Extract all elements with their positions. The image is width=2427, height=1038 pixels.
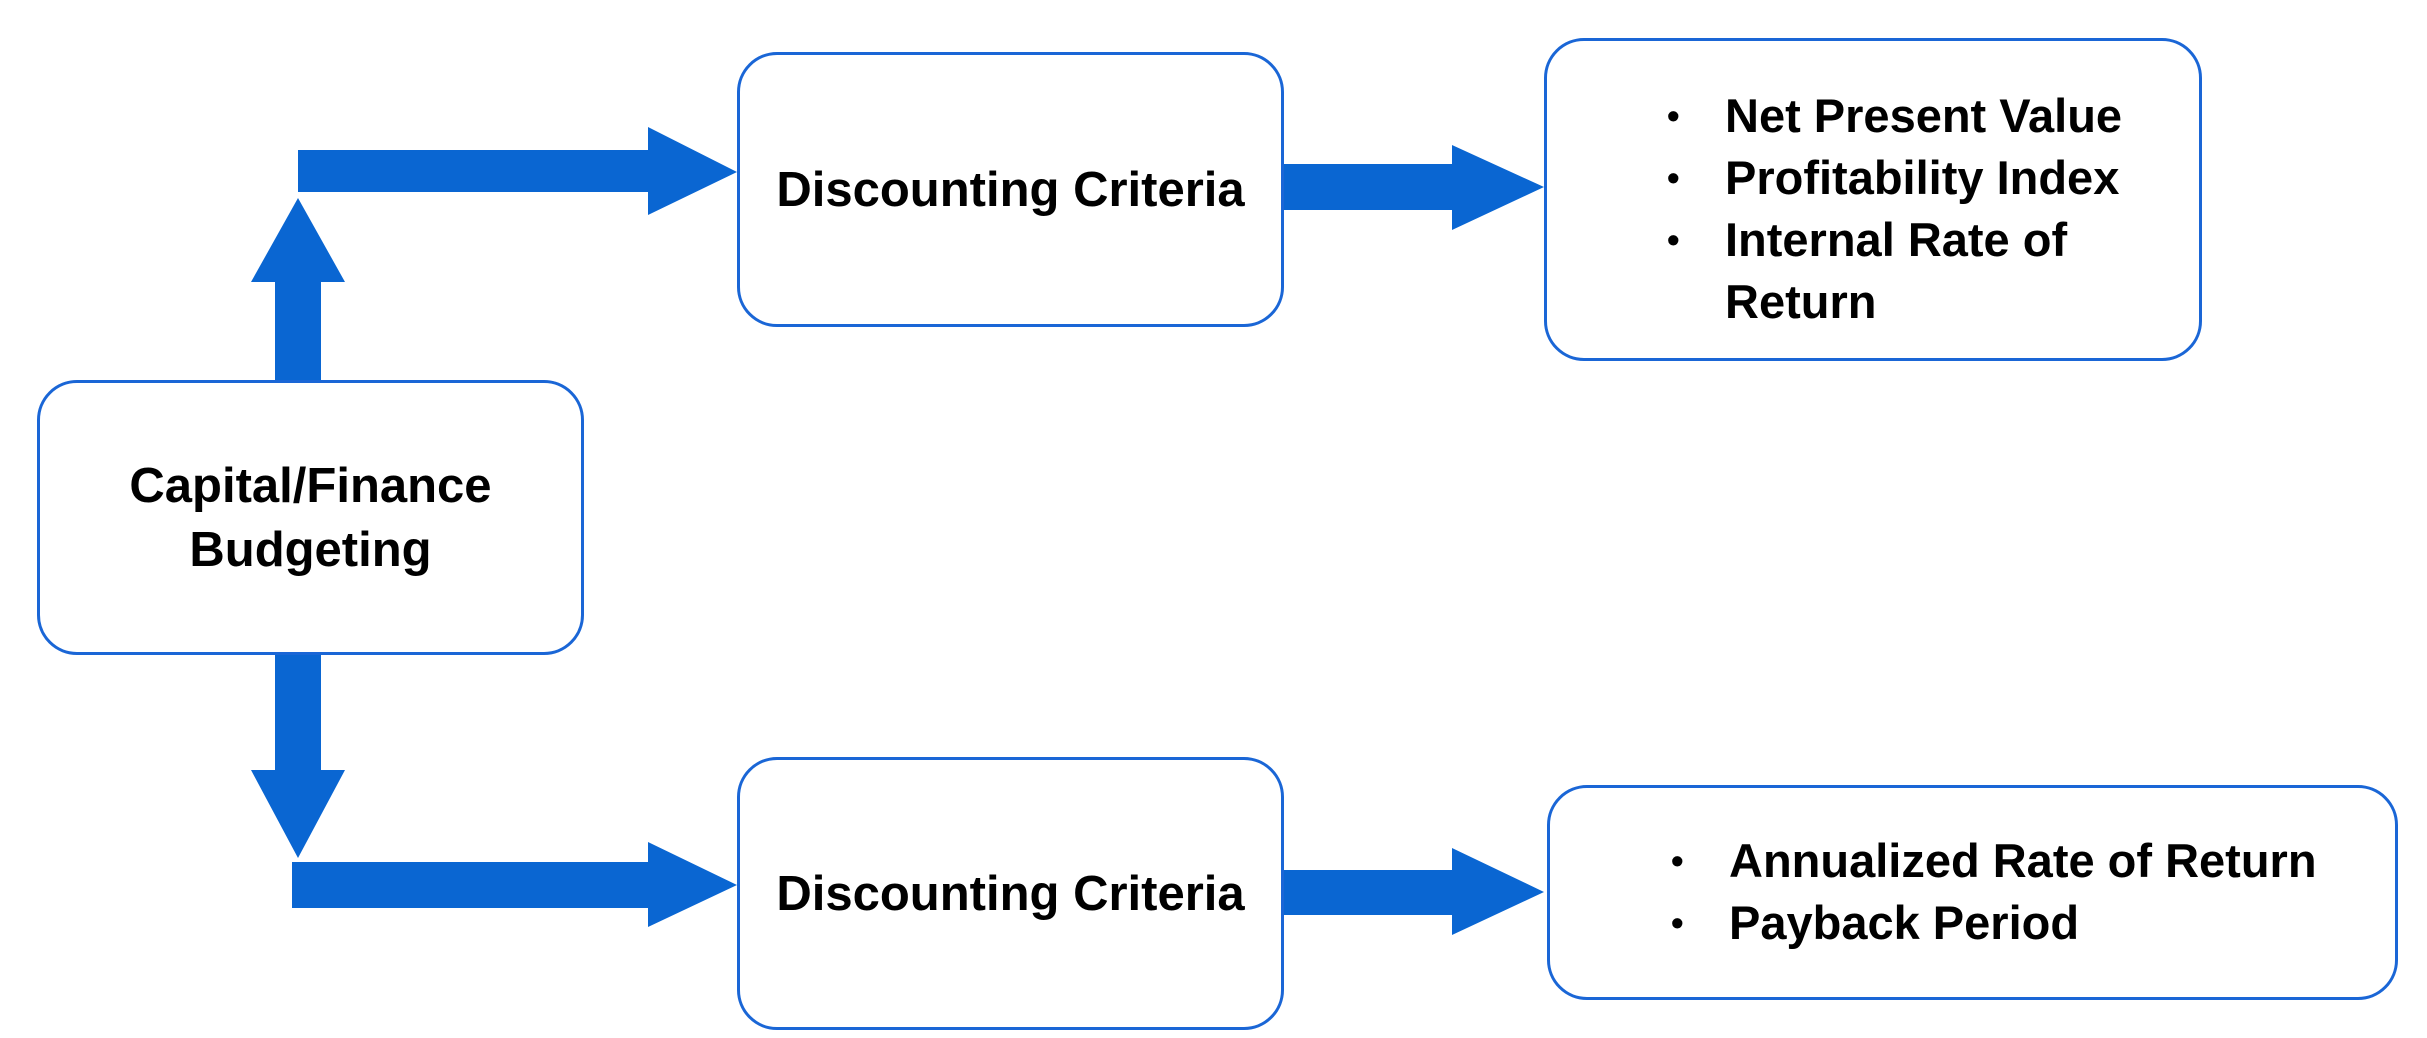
arrow-top-category-to-list: [1284, 145, 1544, 230]
arrow-down-to-bottom-branch: [251, 655, 345, 858]
method-label: Internal Rate of Return: [1725, 213, 2068, 328]
arrow-right-to-bottom-category: [292, 842, 737, 927]
bottom-category-node: Discounting Criteria: [737, 757, 1284, 1030]
list-item: • Profitability Index: [1667, 147, 2165, 209]
bottom-category-label: Discounting Criteria: [776, 866, 1245, 921]
method-label: Payback Period: [1729, 896, 2080, 949]
bottom-methods-node: • Annualized Rate of Return • Payback Pe…: [1547, 785, 2398, 1000]
bullet-icon: •: [1667, 219, 1680, 260]
arrow-up-to-top-branch: [251, 198, 345, 382]
method-label: Annualized Rate of Return: [1729, 834, 2317, 887]
bullet-icon: •: [1671, 902, 1684, 943]
top-methods-node: • Net Present Value • Profitability Inde…: [1544, 38, 2202, 361]
method-label: Net Present Value: [1725, 89, 2123, 142]
top-category-node: Discounting Criteria: [737, 52, 1284, 327]
method-label: Profitability Index: [1725, 151, 2120, 204]
bullet-icon: •: [1667, 95, 1680, 136]
top-methods-list: • Net Present Value • Profitability Inde…: [1667, 85, 2165, 333]
capital-budgeting-node: Capital/Finance Budgeting: [37, 380, 584, 655]
capital-budgeting-label: Capital/Finance Budgeting: [129, 458, 492, 577]
list-item: • Internal Rate of Return: [1667, 209, 2165, 333]
list-item: • Annualized Rate of Return: [1671, 830, 2379, 892]
bullet-icon: •: [1671, 840, 1684, 881]
arrow-right-to-top-category: [298, 127, 737, 215]
bottom-methods-list: • Annualized Rate of Return • Payback Pe…: [1671, 830, 2379, 954]
bullet-icon: •: [1667, 157, 1680, 198]
arrow-bottom-category-to-list: [1284, 848, 1544, 935]
list-item: • Net Present Value: [1667, 85, 2165, 147]
top-category-label: Discounting Criteria: [776, 162, 1245, 217]
list-item: • Payback Period: [1671, 892, 2379, 954]
